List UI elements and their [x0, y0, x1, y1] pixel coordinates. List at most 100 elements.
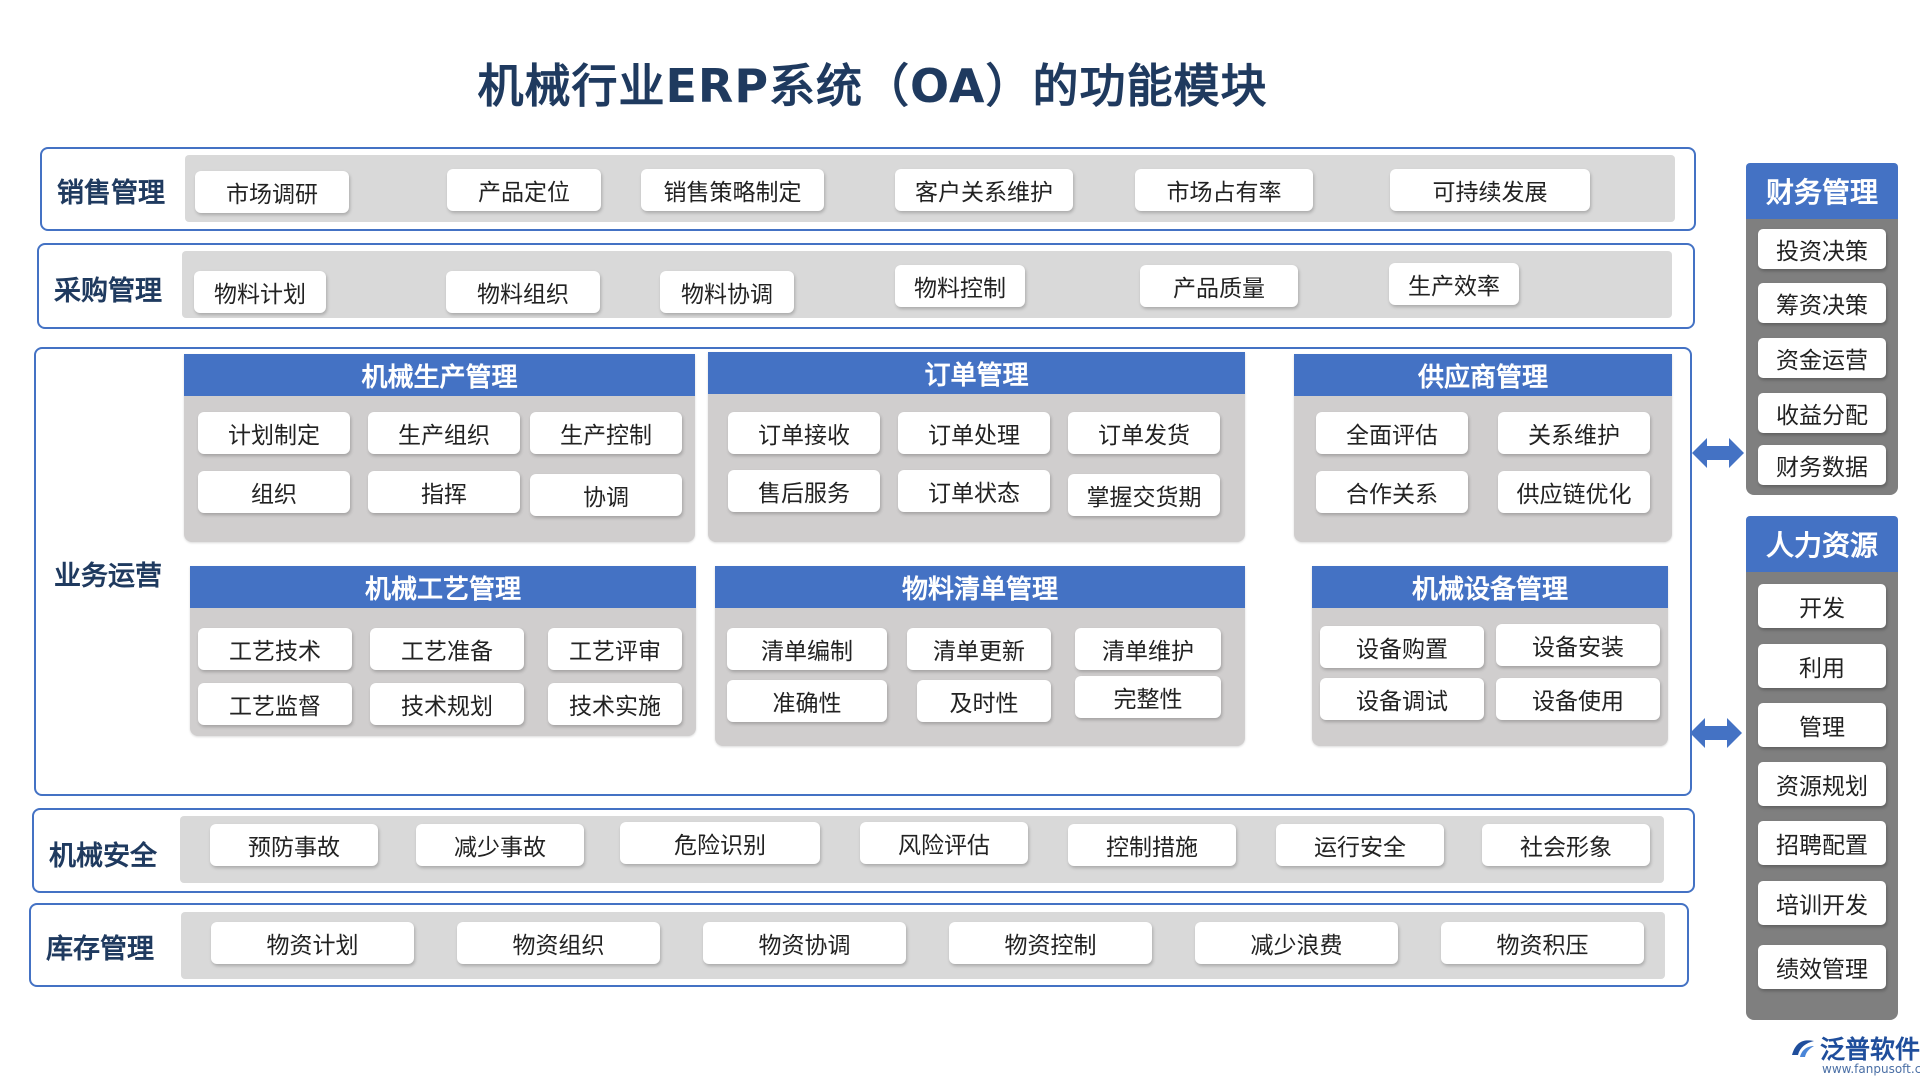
safety-item: 风险评估: [860, 822, 1028, 864]
module-item: 订单接收: [728, 412, 880, 454]
module-item: 生产控制: [530, 412, 682, 454]
inventory-item: 减少浪费: [1195, 922, 1398, 964]
logo-url: www.fanpusoft.com: [1822, 1062, 1920, 1076]
module-title: 机械生产管理: [184, 354, 695, 396]
module-item: 技术规划: [370, 683, 524, 725]
module-item: 准确性: [727, 680, 887, 722]
finance-title: 财务管理: [1746, 163, 1898, 219]
hr-item: 资源规划: [1758, 762, 1886, 806]
module-bom: 物料清单管理 清单编制 清单更新 清单维护 准确性 及时性 完整性: [715, 566, 1245, 746]
module-title: 物料清单管理: [715, 566, 1245, 608]
module-item: 工艺评审: [548, 628, 682, 670]
hr-item: 管理: [1758, 703, 1886, 747]
finance-item: 投资决策: [1758, 229, 1886, 269]
hr-item: 开发: [1758, 584, 1886, 628]
module-item: 生产组织: [368, 412, 520, 454]
safety-label: 机械安全: [49, 841, 157, 872]
hr-title: 人力资源: [1746, 516, 1898, 572]
hr-item: 利用: [1758, 644, 1886, 688]
module-item: 掌握交货期: [1068, 474, 1220, 516]
module-order: 订单管理 订单接收 订单处理 订单发货 售后服务 订单状态 掌握交货期: [708, 352, 1245, 542]
inventory-items: 物资计划 物资组织 物资协调 物资控制 减少浪费 物资积压: [181, 912, 1665, 979]
module-item: 技术实施: [548, 683, 682, 725]
module-item: 全面评估: [1316, 412, 1468, 454]
sales-item: 可持续发展: [1390, 169, 1590, 211]
purchase-item: 物料组织: [446, 271, 600, 313]
logo-name: 泛普软件: [1820, 1035, 1920, 1064]
sales-item: 销售策略制定: [641, 169, 824, 211]
hr-item: 招聘配置: [1758, 821, 1886, 865]
sales-item: 市场占有率: [1135, 169, 1313, 211]
module-item: 设备调试: [1320, 678, 1484, 720]
module-item: 计划制定: [198, 412, 350, 454]
inventory-item: 物资协调: [703, 922, 906, 964]
module-item: 清单更新: [907, 628, 1051, 670]
module-item: 清单编制: [727, 628, 887, 670]
safety-item: 控制措施: [1068, 824, 1236, 866]
module-supplier: 供应商管理 全面评估 关系维护 合作关系 供应链优化: [1294, 354, 1672, 542]
inventory-item: 物资控制: [949, 922, 1152, 964]
module-item: 及时性: [917, 680, 1051, 722]
purchase-item: 产品质量: [1140, 265, 1298, 307]
module-item: 工艺准备: [370, 628, 524, 670]
module-title: 机械设备管理: [1312, 566, 1668, 608]
module-title: 订单管理: [708, 352, 1245, 394]
sales-row: 销售管理 市场调研 产品定位 销售策略制定 客户关系维护 市场占有率 可持续发展: [40, 147, 1696, 231]
logo-icon: [1792, 1040, 1814, 1057]
double-arrow-icon: [1690, 718, 1742, 748]
module-item: 设备购置: [1320, 626, 1484, 668]
module-process: 机械工艺管理 工艺技术 工艺准备 工艺评审 工艺监督 技术规划 技术实施: [190, 566, 696, 736]
purchase-item: 物料协调: [660, 271, 794, 313]
purchase-item: 生产效率: [1389, 263, 1519, 305]
module-title: 供应商管理: [1294, 354, 1672, 396]
module-item: 工艺监督: [198, 683, 352, 725]
safety-item: 社会形象: [1482, 824, 1650, 866]
sales-item: 产品定位: [447, 169, 601, 211]
finance-item: 资金运营: [1758, 338, 1886, 378]
safety-item: 减少事故: [416, 824, 584, 866]
module-item: 协调: [530, 474, 682, 516]
finance-item: 收益分配: [1758, 393, 1886, 433]
company-logo: 泛普软件: [1790, 1030, 1920, 1066]
safety-row: 机械安全 预防事故 减少事故 危险识别 风险评估 控制措施 运行安全 社会形象: [32, 808, 1695, 893]
inventory-item: 物资计划: [211, 922, 414, 964]
purchase-label: 采购管理: [54, 276, 162, 307]
module-item: 合作关系: [1316, 471, 1468, 513]
module-equipment: 机械设备管理 设备购置 设备安装 设备调试 设备使用: [1312, 566, 1668, 746]
sales-items: 市场调研 产品定位 销售策略制定 客户关系维护 市场占有率 可持续发展: [185, 155, 1675, 222]
hr-panel: 人力资源 开发 利用 管理 资源规划 招聘配置 培训开发 绩效管理: [1746, 516, 1898, 1020]
module-item: 供应链优化: [1498, 471, 1650, 513]
safety-item: 预防事故: [210, 824, 378, 866]
finance-item: 筹资决策: [1758, 283, 1886, 323]
module-item: 指挥: [368, 471, 520, 513]
page-title: 机械行业ERP系统（OA）的功能模块: [477, 59, 1268, 113]
module-item: 订单状态: [898, 470, 1050, 512]
purchase-item: 物料控制: [895, 265, 1025, 307]
finance-item: 财务数据: [1758, 445, 1886, 485]
module-item: 组织: [198, 471, 350, 513]
safety-item: 运行安全: [1276, 824, 1444, 866]
inventory-row: 库存管理 物资计划 物资组织 物资协调 物资控制 减少浪费 物资积压: [29, 903, 1689, 987]
module-item: 设备使用: [1496, 678, 1660, 720]
sales-item: 客户关系维护: [895, 169, 1073, 211]
inventory-item: 物资积压: [1441, 922, 1644, 964]
module-item: 工艺技术: [198, 628, 352, 670]
inventory-label: 库存管理: [46, 934, 154, 965]
purchase-items: 物料计划 物料组织 物料协调 物料控制 产品质量 生产效率: [182, 251, 1672, 318]
module-production: 机械生产管理 计划制定 生产组织 生产控制 组织 指挥 协调: [184, 354, 695, 542]
double-arrow-icon: [1692, 438, 1744, 468]
operations-label: 业务运营: [54, 561, 162, 592]
module-item: 完整性: [1075, 676, 1221, 718]
module-item: 售后服务: [728, 470, 880, 512]
hr-item: 绩效管理: [1758, 945, 1886, 989]
module-item: 订单发货: [1068, 412, 1220, 454]
module-title: 机械工艺管理: [190, 566, 696, 608]
safety-items: 预防事故 减少事故 危险识别 风险评估 控制措施 运行安全 社会形象: [180, 816, 1664, 883]
sales-label: 销售管理: [57, 178, 165, 209]
sales-item: 市场调研: [195, 171, 349, 213]
inventory-item: 物资组织: [457, 922, 660, 964]
safety-item: 危险识别: [620, 822, 820, 864]
purchase-row: 采购管理 物料计划 物料组织 物料协调 物料控制 产品质量 生产效率: [37, 243, 1695, 329]
module-item: 设备安装: [1496, 624, 1660, 666]
hr-item: 培训开发: [1758, 881, 1886, 925]
